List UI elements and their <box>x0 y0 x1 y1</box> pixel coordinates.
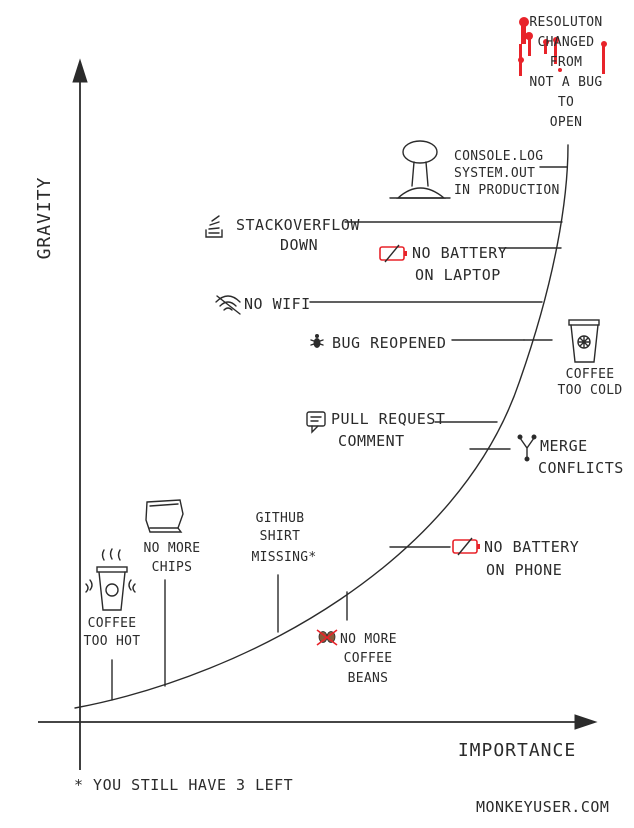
item-bug-reopened: BUG REOPENED <box>310 334 446 352</box>
coffee-hot-line-1: COFFEE <box>88 616 137 631</box>
item-coffee-hot: COFFEE TOO HOT <box>84 548 141 649</box>
item-coffee-cold: COFFEE TOO COLD <box>557 319 622 398</box>
pull-request-line-1: PULL REQUEST <box>331 410 445 428</box>
bug-icon <box>310 334 324 348</box>
crossed-coffee-beans-icon <box>316 629 338 646</box>
mushroom-cloud-icon <box>389 140 451 199</box>
git-merge-icon <box>517 434 537 462</box>
item-pull-request: PULL REQUEST COMMENT <box>306 410 445 450</box>
console-log-line-2: SYSTEM.OUT <box>454 166 535 181</box>
console-log-line-1: CONSOLE.LOG <box>454 149 543 164</box>
item-github-shirt: GITHUB SHIRT MISSING* <box>251 511 316 565</box>
merge-conflicts-line-1: MERGE <box>540 437 588 455</box>
y-axis-label: GRAVITY <box>34 177 55 260</box>
coffee-cold-line-2: TOO COLD <box>557 383 622 398</box>
stackoverflow-icon <box>205 215 223 238</box>
item-coffee-beans: NO MORE COFFEE BEANS <box>316 629 397 686</box>
resolution-line-4: NOT A BUG <box>529 75 602 90</box>
item-stackoverflow: STACKOVERFLOW DOWN <box>205 215 360 254</box>
no-wifi-icon <box>215 295 241 315</box>
blood-splatter-icon <box>518 17 607 76</box>
item-console-log: CONSOLE.LOG SYSTEM.OUT IN PRODUCTION <box>389 140 560 199</box>
hot-coffee-cup-icon <box>85 548 136 611</box>
no-wifi-label: NO WIFI <box>244 295 311 313</box>
credit: MONKEYUSER.COM <box>476 798 609 816</box>
empty-battery-icon <box>379 244 407 263</box>
resolution-line-6: OPEN <box>550 115 583 130</box>
no-chips-line-2: CHIPS <box>152 560 193 575</box>
cold-coffee-cup-icon <box>568 319 600 363</box>
item-merge-conflicts: MERGE CONFLICTS <box>517 434 624 477</box>
chips-bag-icon <box>145 499 184 533</box>
github-shirt-line-1: GITHUB <box>256 511 305 526</box>
item-battery-phone: NO BATTERY ON PHONE <box>452 537 579 579</box>
console-log-line-3: IN PRODUCTION <box>454 183 560 198</box>
resolution-line-2: CHANGED <box>538 35 595 50</box>
item-resolution: RESOLUTON CHANGED FROM NOT A BUG TO OPEN <box>518 15 607 130</box>
coffee-cold-line-1: COFFEE <box>566 367 615 382</box>
github-shirt-line-2: SHIRT <box>260 529 301 544</box>
merge-conflicts-line-2: CONFLICTS <box>538 459 624 477</box>
battery-phone-line-1: NO BATTERY <box>484 538 579 556</box>
bug-reopened-label: BUG REOPENED <box>332 334 446 352</box>
github-shirt-line-3: MISSING* <box>251 550 316 565</box>
resolution-line-3: FROM <box>550 55 583 70</box>
item-battery-laptop: NO BATTERY ON LAPTOP <box>379 244 507 284</box>
battery-phone-line-2: ON PHONE <box>486 561 562 579</box>
x-axis <box>38 714 598 730</box>
battery-laptop-line-2: ON LAPTOP <box>415 266 501 284</box>
coffee-beans-line-1: NO MORE <box>340 632 397 647</box>
battery-laptop-line-1: NO BATTERY <box>412 244 507 262</box>
pull-request-line-2: COMMENT <box>338 432 405 450</box>
item-no-wifi: NO WIFI <box>215 295 311 315</box>
item-no-chips: NO MORE CHIPS <box>144 499 201 575</box>
resolution-line-1: RESOLUTON <box>529 15 602 30</box>
stackoverflow-line-2: DOWN <box>280 236 318 254</box>
coffee-beans-line-2: COFFEE <box>344 651 393 666</box>
connector-lines <box>111 166 568 701</box>
coffee-beans-line-3: BEANS <box>348 671 389 686</box>
comment-icon <box>306 411 326 434</box>
coffee-hot-line-2: TOO HOT <box>84 634 141 649</box>
stackoverflow-line-1: STACKOVERFLOW <box>236 216 360 234</box>
y-axis <box>72 58 88 770</box>
no-chips-line-1: NO MORE <box>144 541 201 556</box>
footnote: * YOU STILL HAVE 3 LEFT <box>74 776 293 794</box>
gravity-curve <box>74 144 569 709</box>
x-axis-label: IMPORTANCE <box>458 740 576 761</box>
empty-battery-icon <box>452 537 480 556</box>
resolution-line-5: TO <box>558 95 574 110</box>
